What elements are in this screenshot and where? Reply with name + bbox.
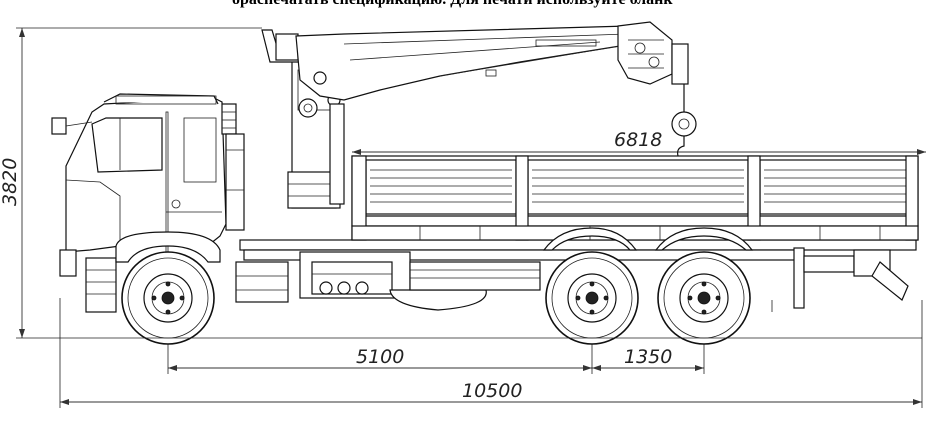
cropped-header-text: ораспечатать спецификацию. Для печати ис… [232,0,673,9]
cargo-body [351,155,919,241]
cab-exhaust [221,103,245,231]
wheelbase-front-dimension: 5100 [167,300,593,374]
rear-wheel-2 [657,251,751,345]
mud-guards [542,227,754,251]
crane-boom [295,25,641,101]
chassis-frame [235,239,917,311]
truck-cab [51,93,227,313]
crane-seat [261,29,301,63]
front-wheel [121,251,215,345]
wheelbase-front-label: 5100 [356,346,404,368]
height-dimension-label: 3820 [0,158,21,206]
wheelbase-rear-label: 1350 [624,346,672,368]
hook-block [671,84,697,161]
rear-wheel-1 [545,251,639,345]
crane-column [287,59,345,209]
overall-length-label: 10500 [462,380,522,402]
boom-head [617,21,689,85]
boom-reach-label: 6818 [614,129,662,151]
height-dimension: 3820 [0,27,262,339]
overall-length-dimension: 10500 [59,298,923,408]
rear-underrun-bar [771,247,909,312]
boom-reach-dimension: 6818 [352,129,926,155]
